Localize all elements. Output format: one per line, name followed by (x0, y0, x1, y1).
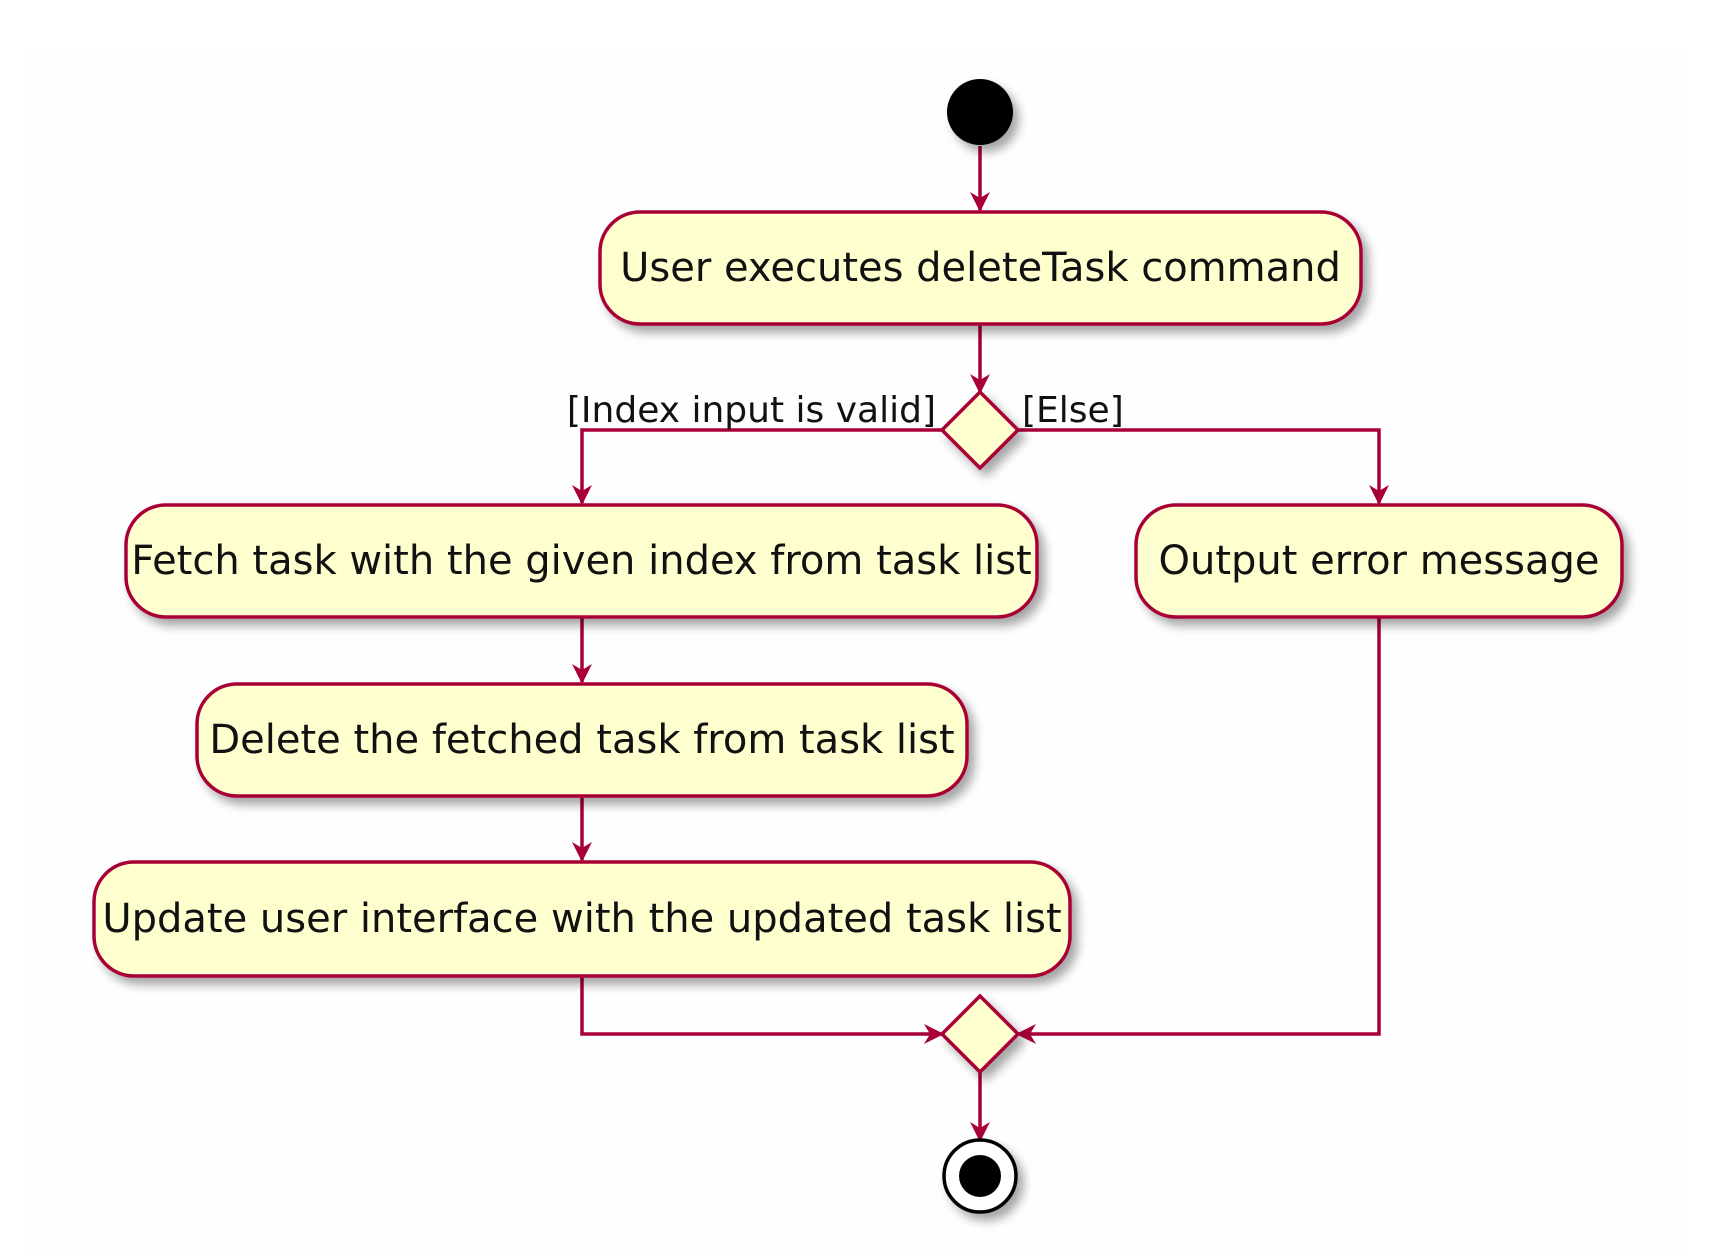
decision-diamond (939, 389, 1021, 471)
action-fetch: Fetch task with the given index from tas… (124, 503, 1039, 619)
action-error: Output error message (1134, 503, 1624, 619)
edge-update-to-merge (580, 976, 944, 1044)
edge-decision-to-error (1018, 428, 1389, 505)
action-execute-label: User executes deleteTask command (620, 245, 1341, 291)
final-node-core (959, 1155, 1001, 1197)
action-execute: User executes deleteTask command (598, 210, 1363, 326)
guard-valid-label: [Index input is valid] (567, 390, 936, 431)
merge-diamond (939, 993, 1021, 1075)
start-node (947, 79, 1013, 145)
final-node (942, 1138, 1018, 1214)
action-update-label: Update user interface with the updated t… (102, 896, 1061, 942)
action-delete-label: Delete the fetched task from task list (209, 717, 954, 763)
action-error-label: Output error message (1159, 538, 1600, 584)
action-fetch-label: Fetch task with the given index from tas… (131, 538, 1032, 584)
action-delete: Delete the fetched task from task list (195, 682, 969, 798)
guard-else-label: [Else] (1022, 390, 1124, 431)
edge-error-to-merge (1016, 618, 1381, 1044)
action-update: Update user interface with the updated t… (92, 860, 1072, 978)
edges (572, 146, 1389, 1142)
edge-decision-to-fetch (572, 428, 942, 505)
